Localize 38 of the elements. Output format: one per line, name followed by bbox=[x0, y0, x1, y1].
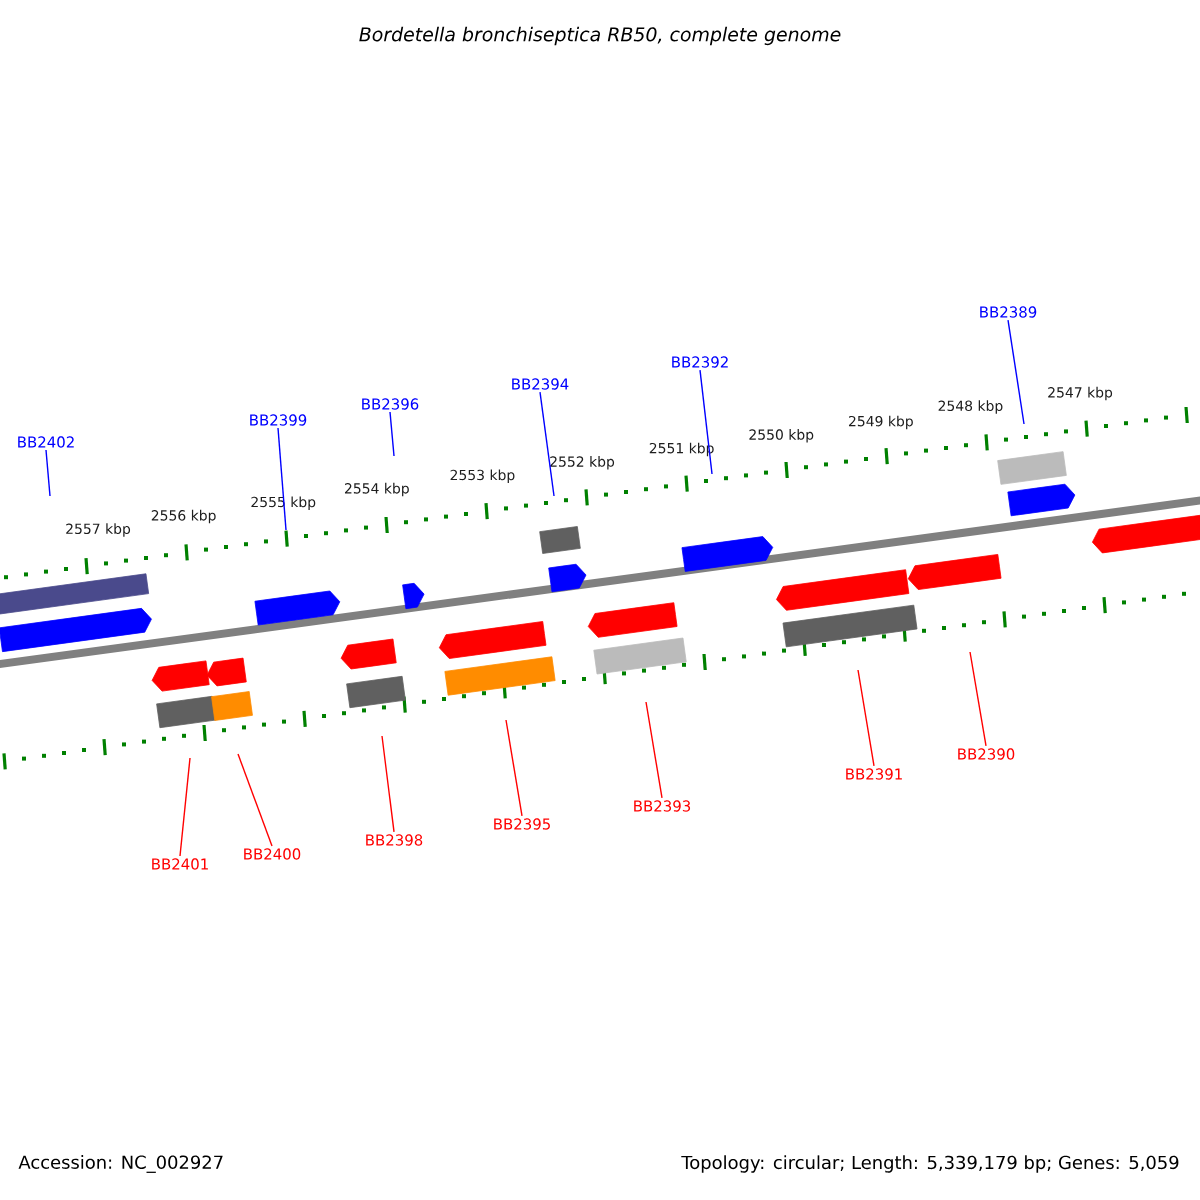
leader-line bbox=[179, 757, 191, 857]
accession-text: Accession: NC_002927 bbox=[18, 1155, 223, 1173]
leader-line bbox=[1007, 319, 1025, 425]
feature-bar bbox=[539, 526, 581, 554]
gene-block bbox=[776, 569, 910, 611]
gene-block bbox=[206, 657, 247, 687]
genome-info-text: Topology: circular; Length: 5,339,179 bp; Genes: 5,059 bbox=[681, 1155, 1179, 1173]
feature-bar bbox=[444, 656, 556, 696]
gene-block bbox=[438, 621, 547, 659]
title: Bordetella bronchiseptica RB50, complete genome bbox=[359, 26, 841, 46]
leader-line bbox=[45, 449, 51, 497]
gene-block bbox=[907, 554, 1002, 590]
leader-line bbox=[539, 391, 555, 497]
feature-bar bbox=[156, 695, 216, 729]
leader-line bbox=[277, 427, 287, 531]
gene-block bbox=[1092, 514, 1200, 554]
feature-bar bbox=[997, 451, 1067, 485]
gene-block bbox=[0, 607, 152, 653]
leader-line bbox=[505, 719, 523, 817]
gene-block bbox=[402, 582, 425, 610]
gene-block bbox=[254, 590, 341, 626]
feature-bar bbox=[782, 604, 918, 648]
leader-line bbox=[645, 701, 663, 799]
feature-bar bbox=[211, 691, 253, 721]
feature-bar bbox=[0, 573, 150, 615]
gene-block bbox=[587, 602, 678, 638]
leader-line bbox=[389, 411, 395, 457]
gene-block bbox=[1007, 483, 1076, 517]
gene-block bbox=[151, 660, 210, 692]
gene-block bbox=[548, 563, 587, 593]
feature-bar bbox=[346, 675, 406, 709]
leader-line bbox=[237, 753, 273, 847]
gene-block bbox=[681, 536, 774, 572]
leader-line bbox=[969, 651, 987, 747]
gene-block bbox=[340, 638, 397, 670]
feature-bar bbox=[593, 637, 687, 675]
leader-line bbox=[857, 669, 875, 767]
leader-line bbox=[381, 735, 395, 833]
